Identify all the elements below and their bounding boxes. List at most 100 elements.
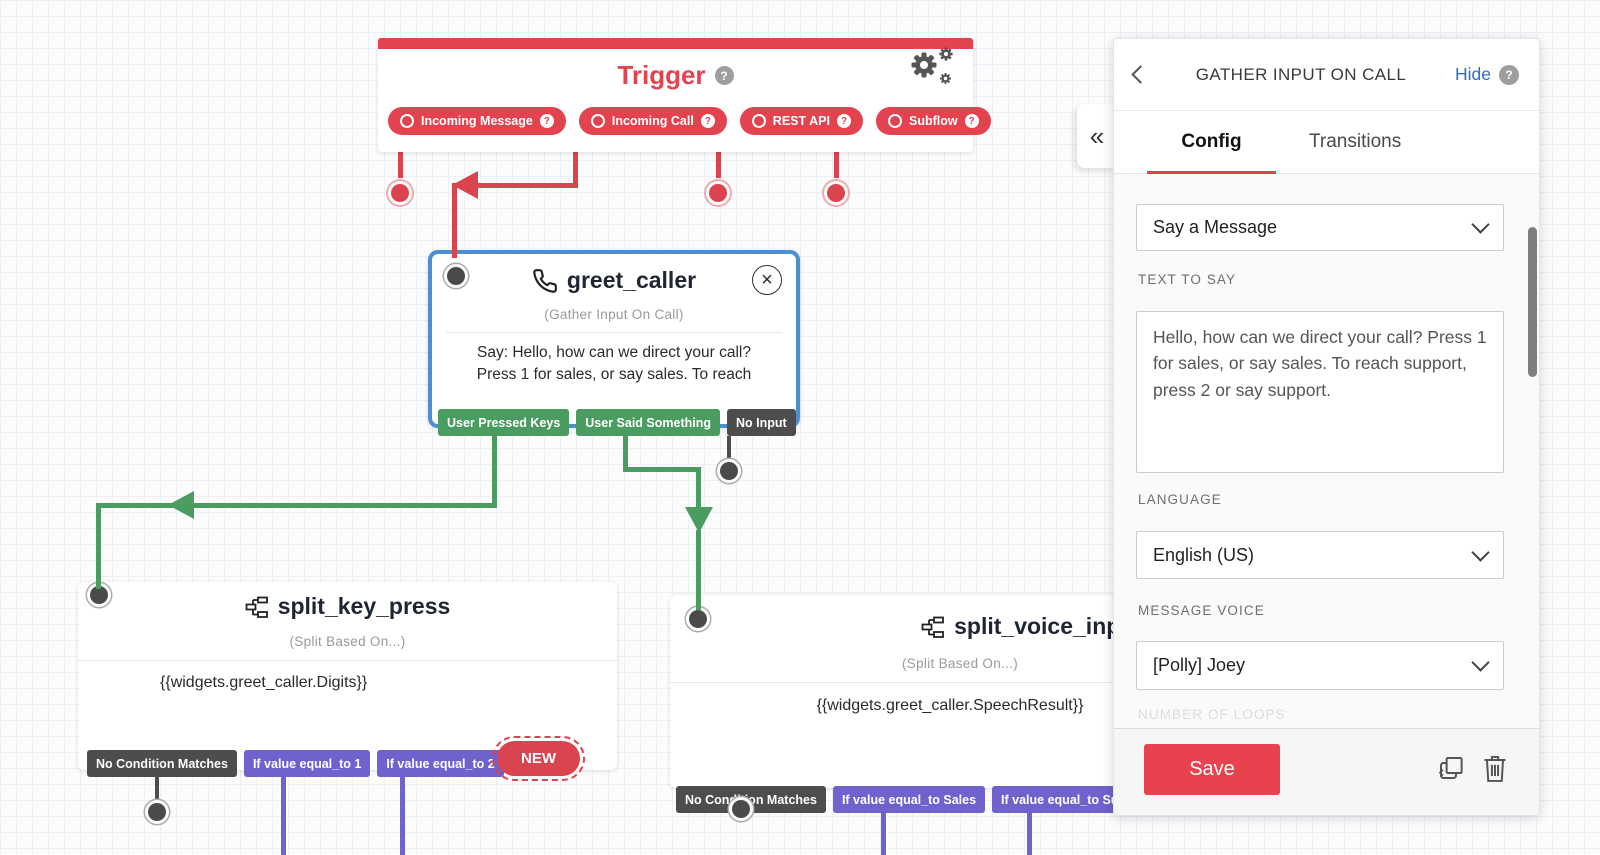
connector-line [398, 135, 403, 178]
connector-line [881, 788, 886, 855]
widget-split-key-press[interactable]: split_key_press (Split Based On...) {{wi… [78, 582, 617, 781]
transition-no-input[interactable]: No Input [727, 409, 796, 436]
pill-label: Incoming Message [421, 114, 533, 128]
text-to-say-label: TEXT TO SAY [1138, 272, 1237, 287]
panel-header: GATHER INPUT ON CALL Hide ? [1114, 39, 1539, 111]
language-label: LANGUAGE [1138, 492, 1222, 507]
connector-line [696, 467, 701, 512]
port-ring-icon [590, 114, 605, 128]
transition-user-pressed-keys[interactable]: User Pressed Keys [438, 409, 570, 436]
trigger-pill-incoming-call[interactable]: Incoming Call ? [578, 107, 727, 135]
help-icon[interactable]: ? [1499, 64, 1519, 85]
clipped-field-label: NUMBER OF LOOPS [1138, 707, 1286, 722]
chevron-down-icon [1471, 653, 1490, 672]
connector-arrow [168, 491, 194, 519]
trigger-pill-subflow[interactable]: Subflow ? [875, 107, 991, 135]
connector-port[interactable] [720, 462, 738, 480]
transition-if-value-equal-to-sales[interactable]: If value equal_to Sales [832, 786, 986, 813]
new-transition-button[interactable]: NEW [492, 736, 585, 781]
new-button-label: NEW [497, 741, 580, 776]
divider [670, 682, 1190, 683]
message-type-select[interactable]: Say a Message [1136, 204, 1504, 251]
connector-line [155, 774, 159, 804]
transition-user-said-something[interactable]: User Said Something [576, 409, 721, 436]
widget-name: split_voice_input [954, 613, 1142, 639]
widget-type-label: (Split Based On...) [289, 634, 406, 649]
copy-widget-icon[interactable] [1435, 751, 1467, 785]
connector-port[interactable] [827, 184, 845, 202]
tab-config[interactable]: Config [1147, 111, 1276, 174]
language-value: English (US) [1153, 544, 1255, 565]
gear-icon[interactable] [909, 46, 957, 90]
hide-link[interactable]: Hide [1455, 64, 1491, 84]
trigger-widget[interactable]: Trigger ? Incoming Message ? [378, 38, 991, 152]
trigger-title: Trigger [617, 60, 706, 90]
pill-label: Incoming Call [611, 114, 694, 128]
widget-type-label: (Gather Input On Call) [544, 307, 684, 322]
close-icon[interactable]: × [752, 265, 782, 295]
message-type-value: Say a Message [1153, 217, 1278, 237]
transition-no-condition-matches[interactable]: No Condition Matches [676, 786, 826, 813]
connector-line [96, 503, 101, 589]
connector-line [281, 774, 286, 855]
panel-collapse-button[interactable]: « [1077, 104, 1117, 168]
port-ring-icon [751, 114, 766, 128]
close-glyph: × [761, 269, 773, 291]
panel-scrollbar[interactable] [1528, 227, 1537, 377]
help-icon[interactable]: ? [714, 66, 734, 85]
connector-port[interactable] [148, 803, 166, 821]
widget-body: {{widgets.greet_caller.Digits}} [160, 674, 368, 691]
help-icon[interactable]: ? [836, 114, 851, 128]
connector-port[interactable] [689, 610, 707, 628]
connector-line [1027, 788, 1032, 855]
connector-line [623, 467, 701, 472]
trigger-pill-rest-api[interactable]: REST API ? [739, 107, 863, 135]
connector-port[interactable] [391, 184, 409, 202]
connector-port[interactable] [447, 267, 465, 285]
connector-line [696, 530, 701, 610]
transition-if-value-equal-to-1[interactable]: If value equal_to 1 [243, 750, 371, 777]
port-ring-icon [400, 114, 414, 128]
panel-tabs: Config Transitions [1114, 111, 1539, 174]
tab-transitions[interactable]: Transitions [1309, 131, 1402, 152]
help-icon[interactable]: ? [700, 114, 715, 128]
panel-title: GATHER INPUT ON CALL [1195, 64, 1407, 84]
connector-line [727, 436, 731, 464]
port-ring-icon [887, 114, 902, 128]
divider [446, 332, 782, 333]
delete-widget-icon[interactable] [1479, 751, 1511, 785]
connector-line [623, 436, 628, 472]
help-icon[interactable]: ? [964, 114, 979, 128]
widget-greet-caller[interactable]: greet_caller × (Gather Input On Call) Sa… [428, 250, 800, 436]
transition-if-value-equal-to-2[interactable]: If value equal_to 2 [377, 750, 504, 777]
phone-icon [533, 268, 557, 293]
text-to-say-input[interactable]: Hello, how can we direct your call? Pres… [1136, 311, 1504, 473]
connector-line [834, 135, 839, 178]
connector-port[interactable] [90, 586, 108, 604]
pill-label: Subflow [908, 114, 958, 128]
connector-line [400, 774, 405, 855]
pill-label: REST API [772, 114, 830, 128]
connector-port[interactable] [732, 800, 750, 818]
language-select[interactable]: English (US) [1136, 531, 1504, 579]
split-icon [245, 596, 268, 618]
widget-type-label: (Split Based On...) [902, 656, 1018, 671]
widget-body-line: Press 1 for sales, or say sales. To reac… [476, 365, 752, 383]
connector-port[interactable] [709, 184, 727, 202]
split-icon [921, 616, 945, 638]
connector-line [492, 436, 497, 508]
connector-line [478, 183, 578, 188]
save-button[interactable]: Save [1144, 744, 1280, 795]
connector-line [452, 183, 457, 258]
help-icon[interactable]: ? [539, 114, 554, 128]
widget-split-voice-input[interactable]: split_voice_input (Split Based On...) {{… [670, 595, 1190, 813]
chevron-down-icon [1471, 542, 1490, 562]
collapse-icon: « [1089, 120, 1105, 151]
widget-name: split_key_press [277, 593, 451, 619]
divider [78, 660, 617, 661]
trigger-pill-incoming-message[interactable]: Incoming Message ? [388, 107, 566, 135]
message-voice-select[interactable]: [Polly] Joey [1136, 641, 1504, 690]
connector-line [573, 135, 578, 188]
transition-no-condition-matches[interactable]: No Condition Matches [87, 750, 237, 777]
